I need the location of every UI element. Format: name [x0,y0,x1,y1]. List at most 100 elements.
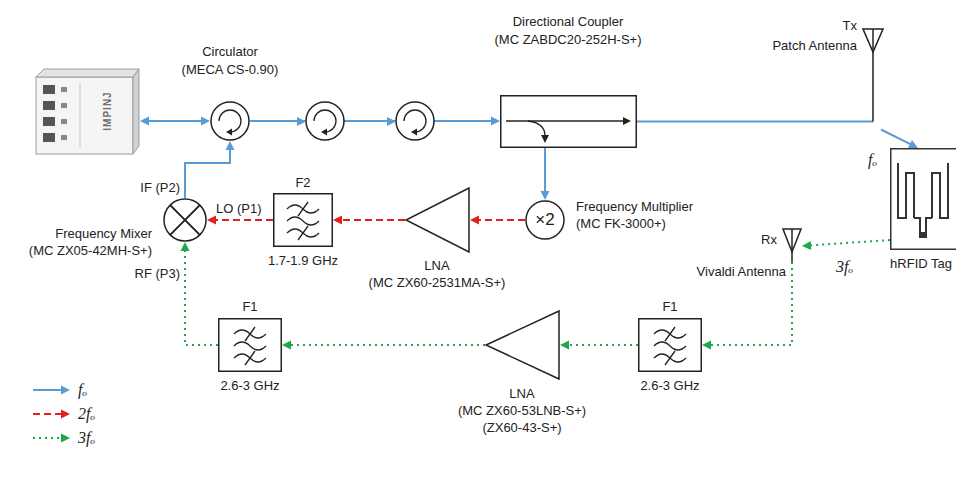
node-label: LNA [509,386,534,402]
bandpass-filter-shape [274,194,333,247]
mixer-symbol-shape [170,205,200,235]
antenna-symbol: TxPatch Antenna [862,28,884,122]
rfid-reader: IMPINJ [35,68,140,155]
rfid-reader-shape [36,77,133,154]
frequency-label: fₒ [866,150,879,169]
node-sublabel: (MC ZX05-42MH-S+) [29,243,152,259]
legend-text: 3fₒ [78,428,95,447]
arrow-head [226,141,235,150]
directional-coupler-shape [623,117,631,125]
circulator-symbol [411,129,417,136]
node-sublabel: 1.7-1.9 GHz [268,253,338,269]
circulator-symbol [306,102,344,140]
rfid-reader-shape [43,101,55,110]
rfid-tag-shape [891,149,956,250]
frequency-label: 3fₒ [834,257,855,276]
signal-line [147,120,203,122]
arrow-head [491,117,500,126]
signal-line [185,249,218,345]
signal-connector [140,117,210,126]
mixer-symbol-shape [170,205,200,235]
bandpass-filter: F12.6-3 GHz [638,318,702,372]
rfid-tag-shape [890,148,956,250]
circulator-symbol [396,102,434,140]
port-label: IF (P2) [140,180,180,196]
arrow-head [908,140,918,148]
bandpass-filter-shape [665,351,675,365]
signal-line [544,148,546,193]
antenna-symbol-shape [862,28,884,122]
port-label: LO (P1) [216,201,262,217]
node-sublabel: Frequency Multiplier [576,199,693,215]
signal-line [289,344,485,346]
signal-connector [802,240,890,250]
circulator-symbol [321,129,327,136]
rfid-reader-shape [43,85,55,94]
legend-sample [61,386,70,395]
legend-sample [61,434,70,443]
arrow-head [140,117,149,126]
bandpass-filter-shape [219,319,282,372]
bandpass-filter: F12.6-3 GHz [218,318,282,372]
legend-sample [33,389,62,391]
signal-line [250,120,493,122]
signal-connector [881,130,918,149]
arrow-head [802,241,811,250]
node-sublabel: (MC ZX60-53LNB-S+) [458,403,586,419]
node-sublabel: 2.6-3 GHz [640,378,699,394]
port-label: RF (P3) [135,266,181,282]
circulator-symbol-shape [219,110,241,132]
signal-line [185,148,230,198]
signal-line [637,121,873,123]
amplifier-symbol-shape [485,310,560,380]
rfid-reader-shape [80,83,81,148]
circulator-symbol: Circulator(MECA CS-0.90) [210,101,250,141]
legend-text: fₒ [78,380,87,399]
rfid-reader-shape [35,68,140,155]
bandpass-filter-shape [245,327,255,341]
node-sublabel: 2.6-3 GHz [220,378,279,394]
signal-line [477,219,525,221]
directional-coupler-shape [541,135,549,143]
bandpass-filter-shape [287,217,319,225]
signal-connector [333,216,405,225]
bandpass-filter-shape [273,193,333,247]
node-label: IMPINJ [102,91,114,130]
rfid-reader-shape [133,69,139,154]
signal-connector [282,341,485,350]
node-sublabel: Vivaldi Antenna [697,264,786,280]
node-sublabel: (ZX60-43-S+) [482,420,561,436]
node-sublabel: (MC ZX60-2531MA-S+) [369,275,506,291]
legend-sample [33,434,70,443]
arrow-head [470,216,479,225]
rfid-reader-shape [61,87,67,92]
signal-line [881,130,912,145]
node-label: LNA [424,258,449,274]
node-sublabel: (MC FK-3000+) [576,216,666,232]
signal-connector [207,216,273,225]
antenna-symbol-shape [782,228,802,262]
node-label: Rx [761,232,777,248]
rfid-tag: hRFID Tag [890,148,956,250]
multiplier-symbol: ×2Frequency Multiplier(MC FK-3000+) [525,200,565,240]
rfid-reader-shape [43,133,55,142]
node-sublabel: (MC ZABDC20-252H-S+) [495,32,642,48]
rfid-tag-shape [919,232,927,238]
signal-line [214,219,273,221]
node-label: Tx [843,18,857,34]
rfid-reader-shape [61,119,67,124]
arrow-head [282,341,291,350]
signal-connector [560,341,638,350]
circulator-symbol-shape [210,101,250,141]
node-label: F1 [242,299,257,315]
signal-line [340,219,405,221]
mixer-symbol: Frequency Mixer(MC ZX05-42MH-S+) [163,198,207,242]
amplifier-symbol-shape [406,188,469,252]
circulator-symbol [314,110,336,132]
bandpass-filter-shape [665,327,675,341]
arrow-head [541,191,550,200]
directional-coupler-shape [506,120,623,121]
rfid-reader-shape [61,103,67,108]
arrow-head [387,117,396,126]
